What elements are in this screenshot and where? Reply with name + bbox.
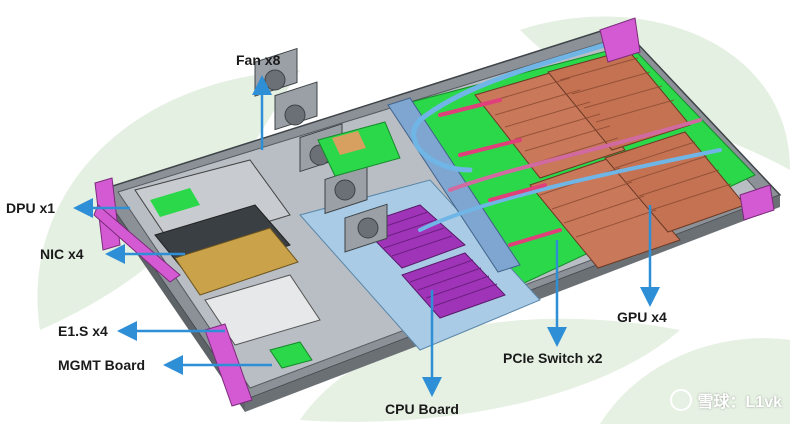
label-dpu: DPU x1 [6,200,56,216]
label-nic: NIC x4 [40,246,84,262]
fan-array [254,47,388,253]
mgmt-board-pcb [269,341,313,369]
callout-arrows [73,75,660,397]
label-cpu: CPU Board [385,401,459,417]
label-mgmt: MGMT Board [58,357,146,373]
gpu-modules [474,49,746,269]
watermark: 雪球：L1vk [669,388,782,412]
snowball-logo-icon [669,389,692,411]
riser-board [317,121,401,177]
label-e1s: E1.S x4 [58,323,108,339]
watermark-text: 雪球：L1vk [697,394,782,411]
pcie-switch-strip [387,97,521,273]
label-pcie: PCIe Switch x2 [503,350,603,366]
label-fan: Fan x8 [236,52,281,68]
label-gpu: GPU x4 [617,309,667,325]
front-io-modules [134,159,321,346]
liquid-cooling-pipes [411,37,722,247]
